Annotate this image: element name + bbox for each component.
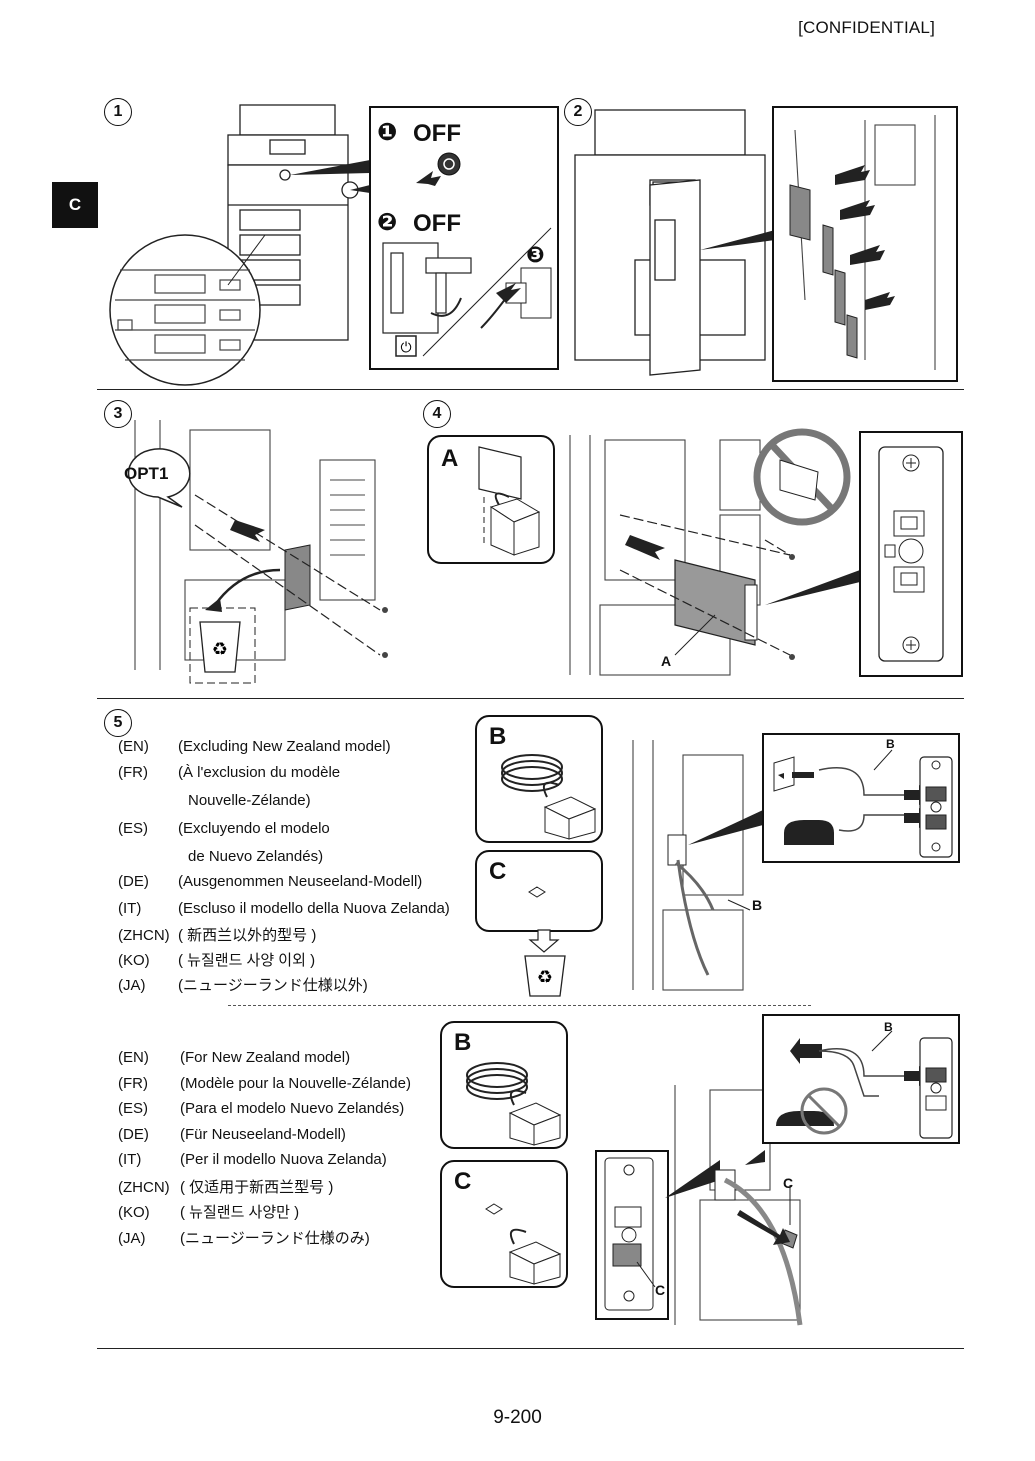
instruction-text: (Excluding New Zealand model) [178,738,391,755]
instruction-text: (Für Neuseeland-Modell) [180,1126,346,1143]
instruction-text: (À l'exclusion du modèle [178,764,341,781]
cable-b-detail-label: B [886,737,895,751]
part-b-box-label: B [489,723,507,750]
language-code: (ES) [118,1100,148,1117]
part-b-box: B [475,715,603,843]
language-code: (DE) [118,1126,149,1143]
instruction-text: (Excluyendo el modelo [178,820,330,837]
connection-detail-nz: B [762,1014,960,1144]
recycle-bin-icon: ♻ [524,929,566,997]
language-code: (IT) [118,1151,142,1168]
part-b-box-nz: B [440,1021,568,1149]
step-3-badge: 3 [104,400,132,428]
language-code: (JA) [118,977,146,994]
part-a-box-label: A [441,445,459,472]
language-code: (FR) [118,1075,148,1092]
language-code: (EN) [118,738,149,755]
step-1-badge: 1 [104,98,132,126]
language-code: (ZHCN) [118,927,170,944]
instruction-text: (For New Zealand model) [180,1049,351,1066]
step-3-illustration: ♻ [134,420,388,684]
instruction-text: (Per il modello Nuova Zelanda) [180,1151,387,1168]
svg-text:♻: ♻ [537,967,553,988]
cover-c-label: C [655,1282,666,1298]
opt1-callout-bubble [127,448,191,508]
language-code: (ZHCN) [118,1179,170,1196]
off-label-1: OFF [413,120,461,147]
power-off-panel: ❶ OFF ❷ OFF ❸ ⏻ [369,106,559,370]
model-divider [228,1005,811,1006]
step-4-illustration [569,428,860,676]
part-c-box: C [475,850,603,932]
step-number: ❶ [377,119,398,146]
language-code: (KO) [118,952,150,969]
cable-b-detail-label: B [884,1020,893,1034]
step-number: ❷ [377,209,398,236]
language-code: (FR) [118,764,148,781]
page-number: 9-200 [493,1407,542,1428]
section-divider [97,1348,964,1349]
language-code: (IT) [118,900,142,917]
language-code: (DE) [118,873,149,890]
language-code: (KO) [118,1204,150,1221]
interface-detail-panel [859,431,963,677]
off-label-2: OFF [413,210,461,237]
step-1-illustration [109,104,370,386]
step-4-badge: 4 [423,400,451,428]
instruction-text: (Modèle pour la Nouvelle-Zélande) [180,1075,411,1092]
part-c-box-nz: C [440,1160,568,1288]
step-2-illustration [574,106,958,382]
connection-detail-excl-nz: B [762,733,960,863]
language-code: (EN) [118,1049,149,1066]
svg-text:♻: ♻ [212,639,228,660]
confidential-label: [CONFIDENTIAL] [798,18,935,37]
part-a-label: A [661,653,672,669]
language-code: (ES) [118,820,148,837]
cover-c-label-2: C [783,1175,794,1191]
section-divider [97,389,964,390]
instruction-text: (Para el modelo Nuevo Zelandés) [180,1100,405,1117]
instruction-text: ( 新西兰以外的型号 ) [178,927,317,944]
language-code: (JA) [118,1230,146,1247]
part-a-box: A [427,435,555,564]
instruction-text: (ニュージーランド仕様以外) [178,977,368,994]
connection-illustration-top [632,740,763,991]
step-5-badge: 5 [104,709,132,737]
instruction-text: ( 뉴질랜드 사양만 ) [180,1204,300,1221]
section-divider [97,698,964,699]
instruction-text: (ニュージーランド仕様のみ) [180,1230,370,1247]
instruction-text: de Nuevo Zelandés) [188,848,324,865]
instruction-text: ( 仅适用于新西兰型号 ) [180,1179,334,1196]
instruction-text: (Ausgenommen Neuseeland-Modell) [178,873,423,890]
part-c-box-label: C [489,858,507,885]
connection-illustration-nz [665,1085,803,1326]
part-c-box-label: C [454,1168,472,1195]
part-b-box-label: B [454,1029,472,1056]
opt1-callout: OPT1 [124,464,169,483]
cable-b-label: B [752,897,763,913]
instruction-text: Nouvelle-Zélande) [188,792,311,809]
instruction-text: ( 뉴질랜드 사양 이외 ) [178,952,316,969]
step-2-badge: 2 [564,98,592,126]
svg-text:⏻: ⏻ [400,340,411,356]
instruction-text: (Escluso il modello della Nuova Zelanda) [178,900,450,917]
interface-detail-nz [595,1150,669,1320]
section-tab: C [52,182,98,228]
